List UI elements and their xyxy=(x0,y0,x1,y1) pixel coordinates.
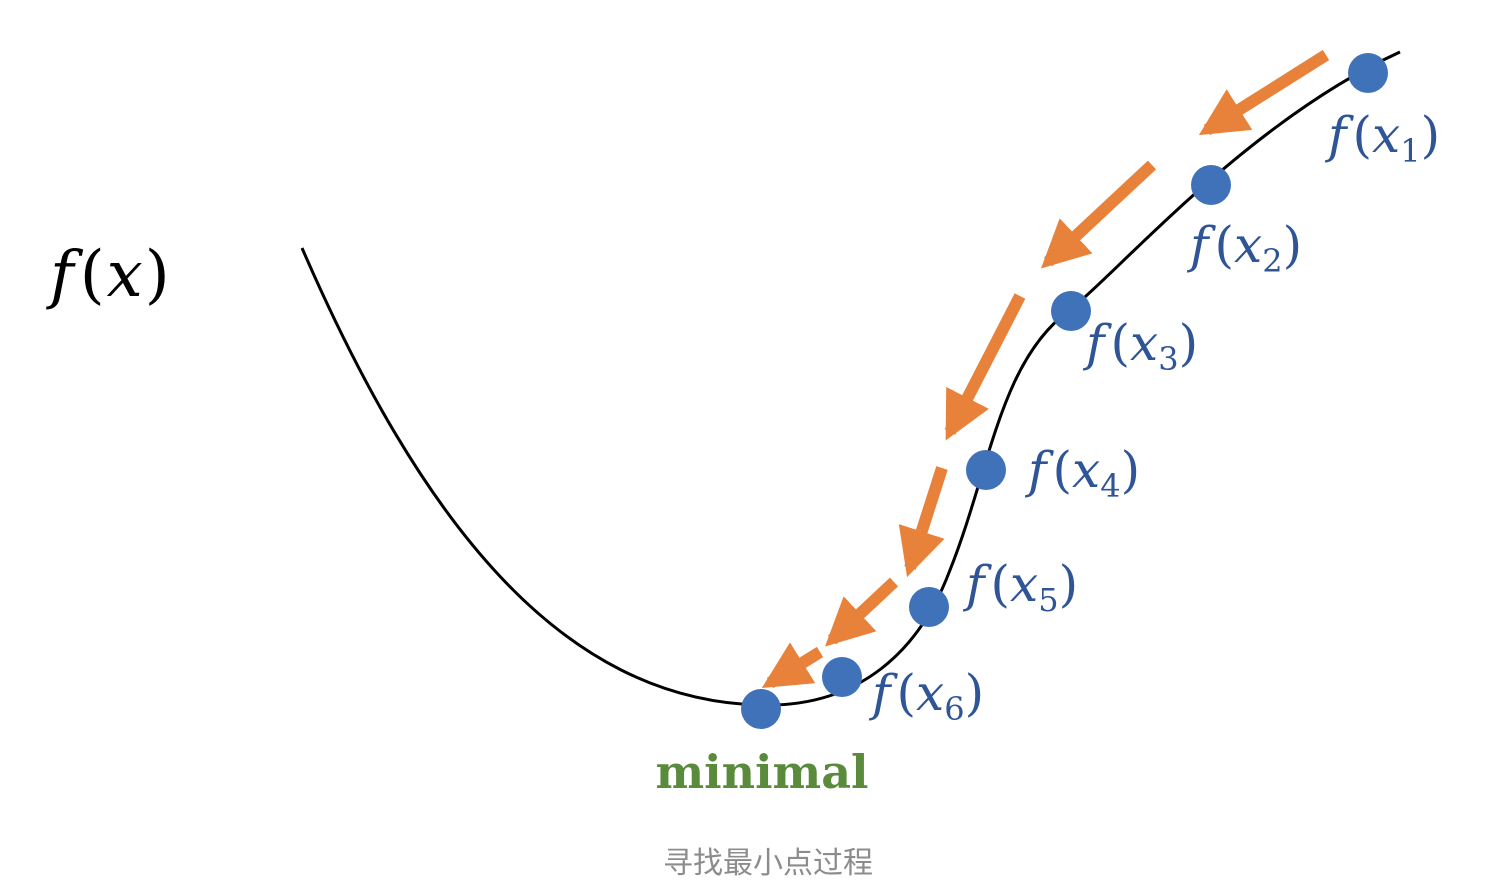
minimal-label: minimal xyxy=(655,745,868,799)
point-x3 xyxy=(1051,291,1091,331)
point-x1 xyxy=(1348,53,1388,93)
point-labels: f(x1) f(x2) f(x3) f(x4) f(x5) f(x6) xyxy=(868,106,1440,728)
point-label-1: f(x1) xyxy=(1324,106,1440,170)
descent-arrow-6 xyxy=(761,642,824,689)
descent-arrow-1 xyxy=(1198,49,1330,136)
point-label-5: f(x5) xyxy=(962,555,1078,619)
descent-points xyxy=(741,53,1388,729)
descent-arrow-4 xyxy=(898,466,948,578)
function-label-open-paren: ( xyxy=(80,238,105,312)
function-curve xyxy=(300,50,1401,707)
descent-arrow-5 xyxy=(824,577,899,647)
figure-caption: 寻找最小点过程 xyxy=(663,846,873,881)
point-minimal xyxy=(741,689,781,729)
point-label-2: f(x2) xyxy=(1186,216,1302,280)
descent-arrow-3 xyxy=(944,293,1026,441)
function-label-close-paren: ) xyxy=(145,238,170,312)
function-label-x: x xyxy=(107,238,143,312)
point-x2 xyxy=(1191,165,1231,205)
point-label-4: f(x4) xyxy=(1024,441,1140,505)
point-label-6: f(x6) xyxy=(868,664,984,728)
point-label-3: f(x3) xyxy=(1082,314,1198,378)
descent-arrows xyxy=(761,49,1330,689)
descent-arrow-2 xyxy=(1040,160,1157,269)
point-x4 xyxy=(966,450,1006,490)
point-x6 xyxy=(822,657,862,697)
function-label: f(x) xyxy=(46,238,170,312)
function-label-f: f xyxy=(46,238,84,312)
point-x5 xyxy=(909,587,949,627)
